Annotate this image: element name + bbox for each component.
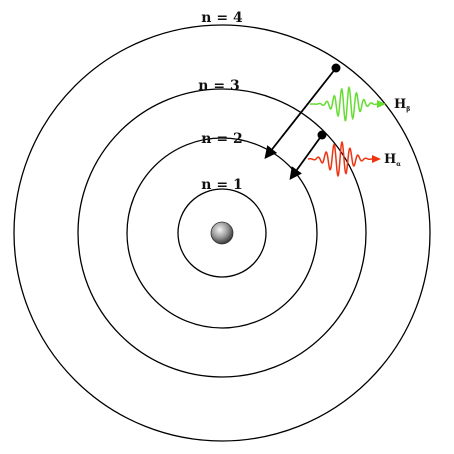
orbit-n2 (126, 137, 318, 329)
orbit-n4 (13, 24, 431, 442)
photon-wave-h-beta (309, 85, 378, 122)
photon-label-h-beta: Hβ (394, 97, 410, 113)
transition-arrow-4-to-2 (264, 67, 337, 159)
photon-label-h-beta-main: H (394, 97, 406, 112)
orbit-n3 (77, 88, 367, 378)
photon-label-h-alpha: Hα (384, 152, 401, 168)
photon-wave-h-alpha (307, 140, 373, 178)
photon-label-h-beta-sub: β (406, 106, 410, 113)
orbit-n1 (177, 188, 267, 278)
orbit-label-n1: n = 1 (201, 177, 242, 193)
nucleus (210, 221, 234, 245)
orbit-label-n3: n = 3 (198, 78, 239, 94)
orbit-label-n4: n = 4 (201, 10, 243, 26)
photon-label-h-alpha-sub: α (396, 161, 401, 168)
photon-arrowhead-h-beta (377, 100, 386, 108)
transition-arrow-3-to-2 (289, 134, 323, 181)
photon-arrowhead-h-alpha (372, 155, 381, 163)
photon-label-h-alpha-main: H (384, 152, 396, 167)
orbit-label-n2: n = 2 (201, 131, 242, 147)
